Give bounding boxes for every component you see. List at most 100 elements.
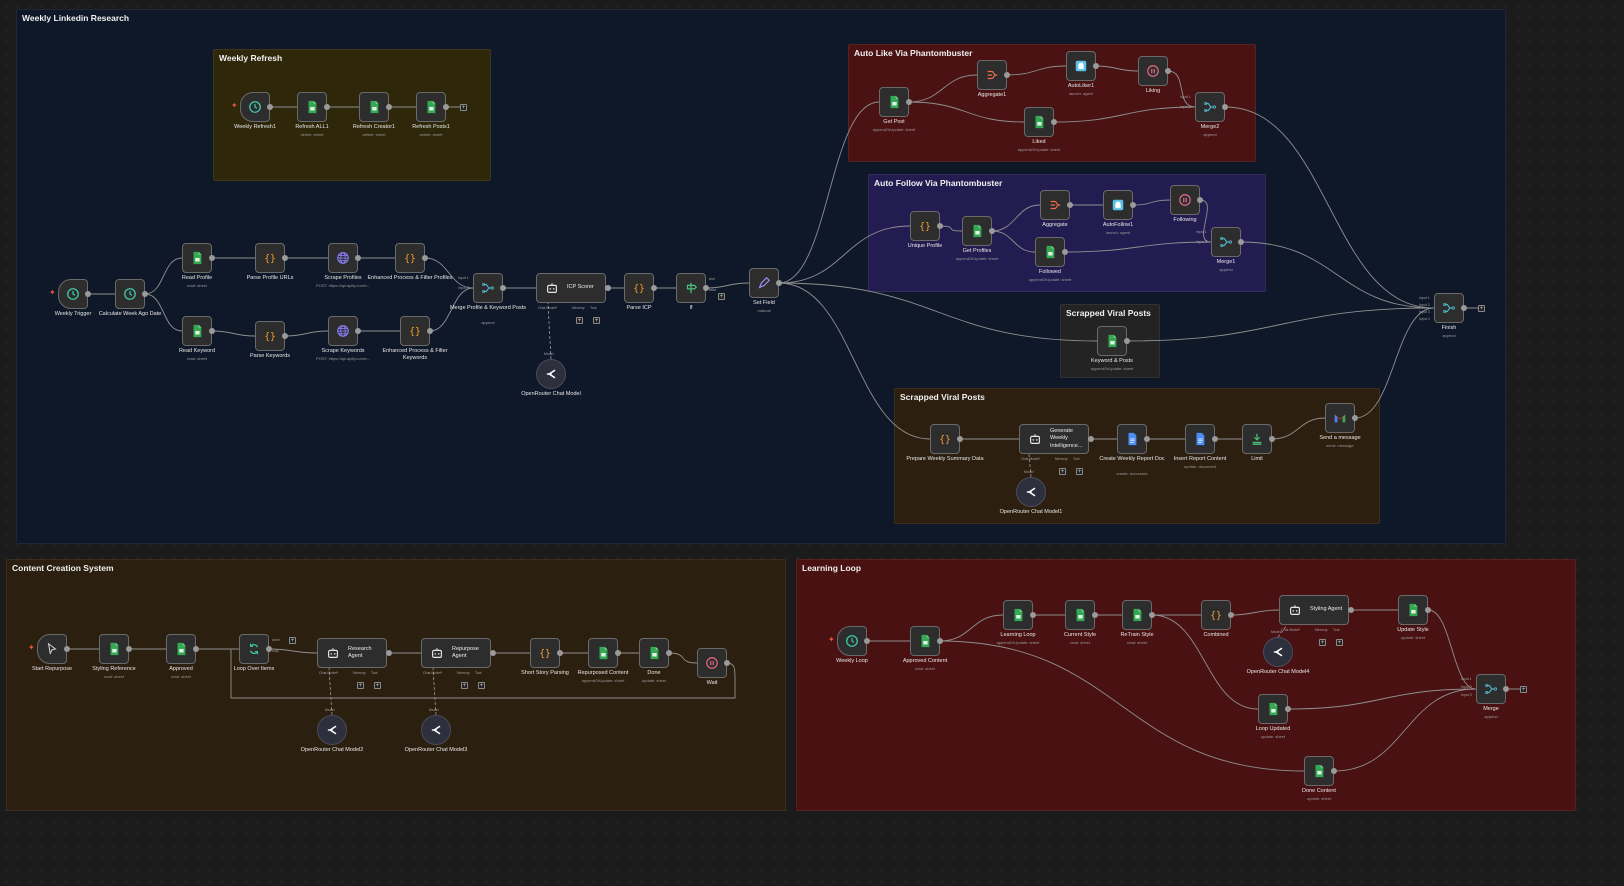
node-calc-week[interactable] <box>115 279 145 309</box>
output-port[interactable] <box>282 255 288 261</box>
node-scrape-profiles[interactable] <box>328 243 358 273</box>
node-current-style[interactable] <box>1065 600 1095 630</box>
node-merge2[interactable] <box>1195 92 1225 122</box>
output-port[interactable] <box>1088 436 1094 442</box>
node-update-style[interactable] <box>1398 595 1428 625</box>
add-node-button[interactable]: + <box>1478 304 1485 312</box>
node-followed[interactable] <box>1035 237 1065 267</box>
node-get-post[interactable] <box>879 87 909 117</box>
connection[interactable] <box>778 282 1098 342</box>
output-port[interactable] <box>1004 72 1010 78</box>
node-openrouter-model4[interactable] <box>1263 637 1293 667</box>
connection[interactable] <box>939 614 1004 642</box>
connection[interactable] <box>429 287 474 332</box>
connection[interactable] <box>705 282 750 289</box>
loop-back-connection[interactable] <box>230 648 736 699</box>
output-port[interactable] <box>500 285 506 291</box>
connection[interactable] <box>908 101 1025 123</box>
node-loop-over-items[interactable] <box>239 634 269 664</box>
output-port[interactable] <box>776 280 782 286</box>
node-done-content[interactable] <box>1304 756 1334 786</box>
add-subnode-button[interactable]: + <box>374 682 381 689</box>
connection[interactable] <box>939 640 1305 772</box>
output-port[interactable] <box>1149 612 1155 618</box>
node-create-weekly-doc[interactable] <box>1117 424 1147 454</box>
output-port[interactable] <box>209 328 215 334</box>
output-port[interactable] <box>422 255 428 261</box>
node-merge1[interactable] <box>1211 227 1241 257</box>
model-connection[interactable] <box>547 302 552 360</box>
connection[interactable] <box>1354 307 1435 419</box>
node-done[interactable] <box>639 638 669 668</box>
output-port[interactable] <box>957 436 963 442</box>
node-refresh-posts1[interactable] <box>416 92 446 122</box>
node-repurpose-agent[interactable]: Repurpose Agent <box>421 638 491 668</box>
add-node-button[interactable]: + <box>289 637 296 644</box>
output-port[interactable] <box>64 646 70 652</box>
connection[interactable] <box>1095 65 1139 72</box>
connection[interactable] <box>1199 199 1212 243</box>
node-parse-icp[interactable]: {} <box>624 273 654 303</box>
output-port[interactable] <box>355 328 361 334</box>
node-weekly-loop[interactable] <box>837 626 867 656</box>
output-port[interactable] <box>1030 612 1036 618</box>
node-unique-profile[interactable]: {} <box>910 211 940 241</box>
node-start-repurpose[interactable] <box>37 634 67 664</box>
output-port[interactable] <box>906 99 912 105</box>
output-port[interactable] <box>126 646 132 652</box>
connection[interactable] <box>778 101 880 284</box>
output-port[interactable] <box>1062 249 1068 255</box>
node-styling-reference[interactable] <box>99 634 129 664</box>
output-port[interactable] <box>266 646 272 652</box>
node-autofollow1[interactable] <box>1103 190 1133 220</box>
node-merge-profile-kw[interactable] <box>473 273 503 303</box>
output-port[interactable] <box>864 638 870 644</box>
output-port[interactable] <box>386 104 392 110</box>
model-connection[interactable] <box>1028 453 1032 478</box>
node-short-story[interactable]: {} <box>530 638 560 668</box>
output-port[interactable] <box>1348 607 1354 613</box>
add-subnode-button[interactable]: + <box>1076 468 1083 475</box>
node-openrouter-model[interactable] <box>536 359 566 389</box>
output-port[interactable] <box>427 328 433 334</box>
output-port[interactable] <box>193 646 199 652</box>
connection[interactable] <box>144 257 183 295</box>
output-port[interactable] <box>1212 436 1218 442</box>
node-weekly-refresh1[interactable] <box>240 92 270 122</box>
connection[interactable] <box>284 330 329 337</box>
connection[interactable] <box>1287 688 1477 710</box>
connection[interactable] <box>668 652 698 664</box>
node-wait[interactable] <box>697 648 727 678</box>
node-research-agent[interactable]: Research Agent <box>317 638 387 668</box>
output-port[interactable] <box>443 104 449 110</box>
node-parse-keywords[interactable]: {} <box>255 321 285 351</box>
output-port[interactable] <box>1228 612 1234 618</box>
connection[interactable] <box>1053 106 1196 123</box>
output-port[interactable] <box>1238 239 1244 245</box>
node-retrain-style[interactable] <box>1122 600 1152 630</box>
connection[interactable] <box>1427 609 1477 690</box>
model-connection[interactable] <box>1277 624 1288 638</box>
model-connection[interactable] <box>432 667 437 716</box>
node-prepare-weekly[interactable]: {} <box>930 424 960 454</box>
output-port[interactable] <box>1285 706 1291 712</box>
connection[interactable] <box>1240 241 1435 309</box>
node-enh-profiles[interactable]: {} <box>395 243 425 273</box>
add-subnode-button[interactable]: + <box>1319 639 1326 646</box>
output-port[interactable] <box>937 638 943 644</box>
node-openrouter-model3[interactable] <box>421 715 451 745</box>
connection[interactable] <box>778 225 911 284</box>
output-port[interactable] <box>1067 202 1073 208</box>
node-aggregate[interactable] <box>1040 190 1070 220</box>
output-port[interactable] <box>937 223 943 229</box>
output-port[interactable] <box>557 650 563 656</box>
node-openrouter-model2[interactable] <box>317 715 347 745</box>
output-port[interactable] <box>1461 305 1467 311</box>
connection[interactable] <box>1126 307 1435 342</box>
node-scrape-keywords[interactable] <box>328 316 358 346</box>
node-refresh-creator1[interactable] <box>359 92 389 122</box>
node-approved-content[interactable] <box>910 626 940 656</box>
node-icp-scorer[interactable]: ICP Scorer <box>536 273 606 303</box>
node-send-message[interactable] <box>1325 403 1355 433</box>
output-port[interactable] <box>724 660 730 666</box>
